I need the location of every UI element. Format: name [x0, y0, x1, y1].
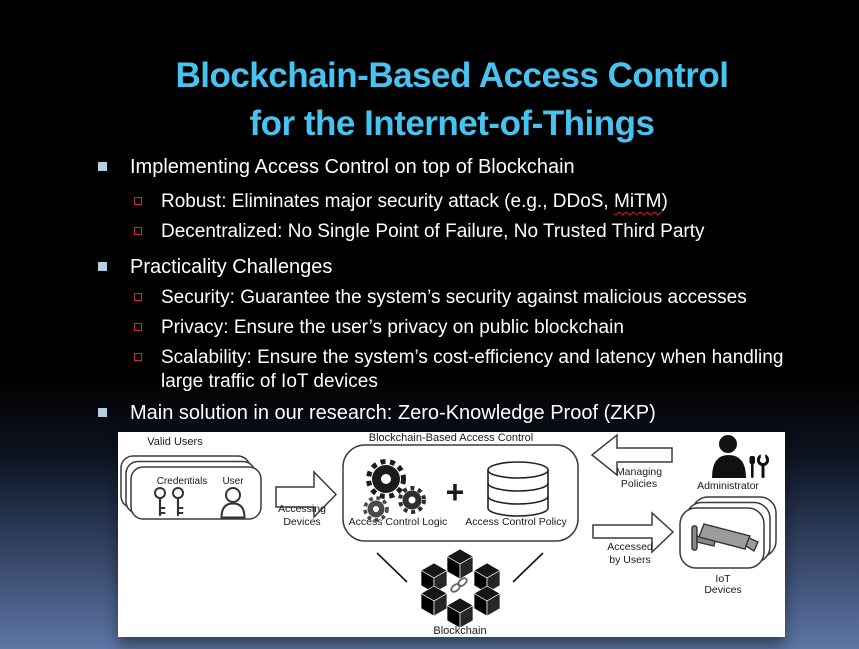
slide-title: Blockchain-Based Access Control for the … [45, 52, 859, 148]
administrator-label: Administrator [697, 480, 759, 492]
bullet-text: Decentralized: No Single Point of Failur… [161, 221, 705, 242]
bullet-text: Main solution in our research: Zero-Know… [130, 402, 656, 424]
bullet-text: Scalability: Ensure the system’s cost-ef… [161, 347, 784, 392]
level2-bullet-icon [134, 293, 142, 301]
bullet-text: Practicality Challenges [130, 256, 333, 278]
gears-icon [363, 459, 426, 522]
iot-label-line2: Devices [704, 584, 741, 596]
bullet-text: Privacy: Ensure the user’s privacy on pu… [161, 317, 624, 338]
misspelled-word: MiTM [614, 191, 662, 212]
level2-bullet-icon [134, 323, 142, 331]
level2-bullet-icon [134, 197, 142, 205]
level2-bullet-icon [134, 353, 142, 361]
bullet-text-suffix: ) [661, 191, 668, 212]
user-label: User [222, 476, 244, 487]
blockchain-based-access-control-label: Blockchain-Based Access Control [369, 432, 533, 444]
bullet-text-prefix: Robust: Eliminates major security attack… [161, 191, 614, 212]
managing-arrow-label-line2: Policies [621, 478, 657, 490]
bullet-text: Security: Guarantee the system’s securit… [161, 287, 747, 308]
access-control-logic-label: Access Control Logic [349, 516, 448, 528]
credentials-label: Credentials [157, 476, 208, 487]
accessed-arrow-label-line2: by Users [609, 554, 650, 566]
bullet-item-security: Security: Guarantee the system’s securit… [0, 286, 859, 310]
level1-bullet-icon [98, 162, 107, 171]
administrator-icon [712, 435, 770, 478]
connector-line-right [512, 552, 544, 583]
database-icon [487, 461, 549, 517]
accessed-arrow-label-line1: Accessed [607, 541, 653, 553]
user-icon [220, 487, 246, 519]
access-control-policy-label: Access Control Policy [465, 516, 567, 528]
managing-arrow-label-line1: Managing [616, 466, 662, 478]
camera-icon [691, 523, 759, 553]
key-icon [172, 487, 184, 517]
bullet-item-robust: Robust: Eliminates major security attack… [0, 190, 859, 214]
slide-title-line1: Blockchain-Based Access Control [175, 56, 729, 95]
blockchain-cubes-icon [420, 548, 501, 629]
bullet-item-privacy: Privacy: Ensure the user’s privacy on pu… [0, 316, 859, 340]
connector-line-left [376, 552, 408, 583]
valid-users-label: Valid Users [147, 436, 203, 448]
accessed-by-users-arrow [592, 511, 675, 554]
bullet-text: Robust: Eliminates major security attack… [161, 190, 668, 214]
chain-link-icon [450, 577, 468, 593]
level1-bullet-icon [98, 408, 107, 417]
bullet-item-decentralized: Decentralized: No Single Point of Failur… [0, 220, 859, 244]
slide-title-line2: for the Internet-of-Things [249, 104, 655, 143]
bullet-item-implementing: Implementing Access Control on top of Bl… [0, 155, 859, 179]
blockchain-label: Blockchain [433, 625, 486, 637]
bullet-item-main-solution: Main solution in our research: Zero-Know… [0, 401, 859, 425]
valid-users-card-stack [120, 455, 262, 520]
key-icon [154, 487, 166, 517]
architecture-diagram-canvas: Valid Users Credentials User [120, 432, 777, 637]
architecture-diagram: Valid Users Credentials User [118, 432, 785, 637]
accessing-arrow-label-line2: Devices [283, 516, 320, 528]
bullet-list: Implementing Access Control on top of Bl… [0, 155, 859, 436]
plus-sign: + [446, 474, 465, 510]
managing-policies-arrow [590, 433, 673, 477]
bullet-text: Implementing Access Control on top of Bl… [130, 156, 575, 178]
bullet-item-practicality: Practicality Challenges [0, 255, 859, 279]
level2-bullet-icon [134, 227, 142, 235]
level1-bullet-icon [98, 262, 107, 271]
bullet-item-scalability: Scalability: Ensure the system’s cost-ef… [0, 346, 859, 394]
iot-label-line1: IoT [715, 573, 731, 585]
accessing-devices-arrow [275, 470, 338, 519]
accessing-arrow-label-line1: Accessing [278, 503, 326, 515]
